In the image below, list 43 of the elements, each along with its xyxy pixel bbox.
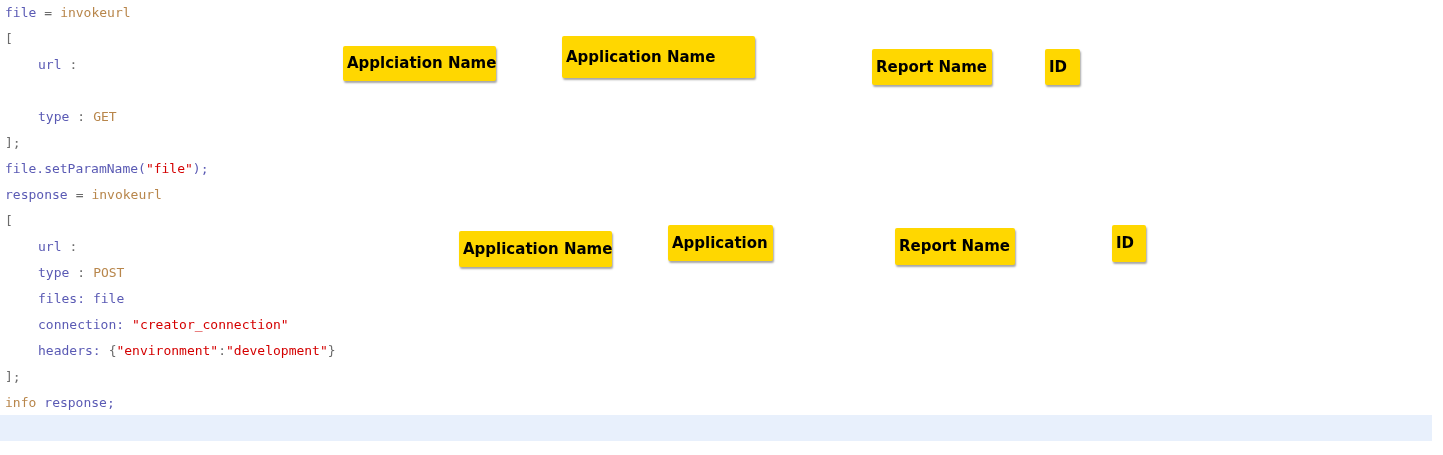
code-identifier: type: [38, 108, 70, 127]
callout-tag: ID: [1112, 225, 1146, 262]
code-punctuation: [: [5, 30, 13, 49]
code-identifier: file: [92, 290, 125, 309]
code-identifier: file: [5, 4, 37, 23]
code-identifier: file.setParamName(: [5, 160, 146, 179]
callout-tag: Application Name: [562, 36, 755, 78]
code-punctuation: :: [69, 238, 78, 257]
code-identifier: type: [38, 264, 70, 283]
code-punctuation: =: [44, 4, 53, 23]
code-identifier: response: [5, 186, 68, 205]
code-punctuation: }: [327, 342, 336, 361]
code-punctuation: {: [108, 342, 117, 361]
code-identifier: url: [38, 56, 62, 75]
code-keyword: invokeurl: [60, 4, 131, 23]
code-identifier: files:: [38, 290, 85, 309]
callout-tag: ID: [1045, 49, 1080, 85]
code-string: "file": [145, 160, 193, 179]
code-punctuation: =: [75, 186, 84, 205]
code-string: "development": [226, 342, 328, 361]
code-string: "creator_connection": [132, 316, 289, 335]
code-keyword: info: [5, 394, 37, 413]
callout-tag: Applciation Name: [343, 46, 496, 81]
code-punctuation: [: [5, 212, 13, 231]
code-keyword: POST: [93, 264, 125, 283]
callout-tag: Report Name: [872, 49, 992, 85]
code-punctuation: :: [77, 264, 86, 283]
callout-tag: Report Name: [895, 228, 1015, 265]
code-punctuation: :: [218, 342, 227, 361]
code-punctuation: :: [77, 108, 86, 127]
code-keyword: GET: [93, 108, 117, 127]
code-keyword: invokeurl: [91, 186, 162, 205]
code-identifier: connection:: [38, 316, 125, 335]
callout-tag: Application: [668, 225, 773, 261]
code-identifier: headers:: [38, 342, 101, 361]
code-punctuation: :: [69, 56, 78, 75]
code-identifier: url: [38, 238, 62, 257]
code-identifier: response;: [44, 394, 115, 413]
code-punctuation: ];: [5, 368, 21, 387]
code-string: "environment": [116, 342, 219, 361]
callout-tag: Application Name: [459, 231, 612, 267]
code-identifier: );: [192, 160, 209, 179]
code-punctuation: ];: [5, 134, 21, 153]
